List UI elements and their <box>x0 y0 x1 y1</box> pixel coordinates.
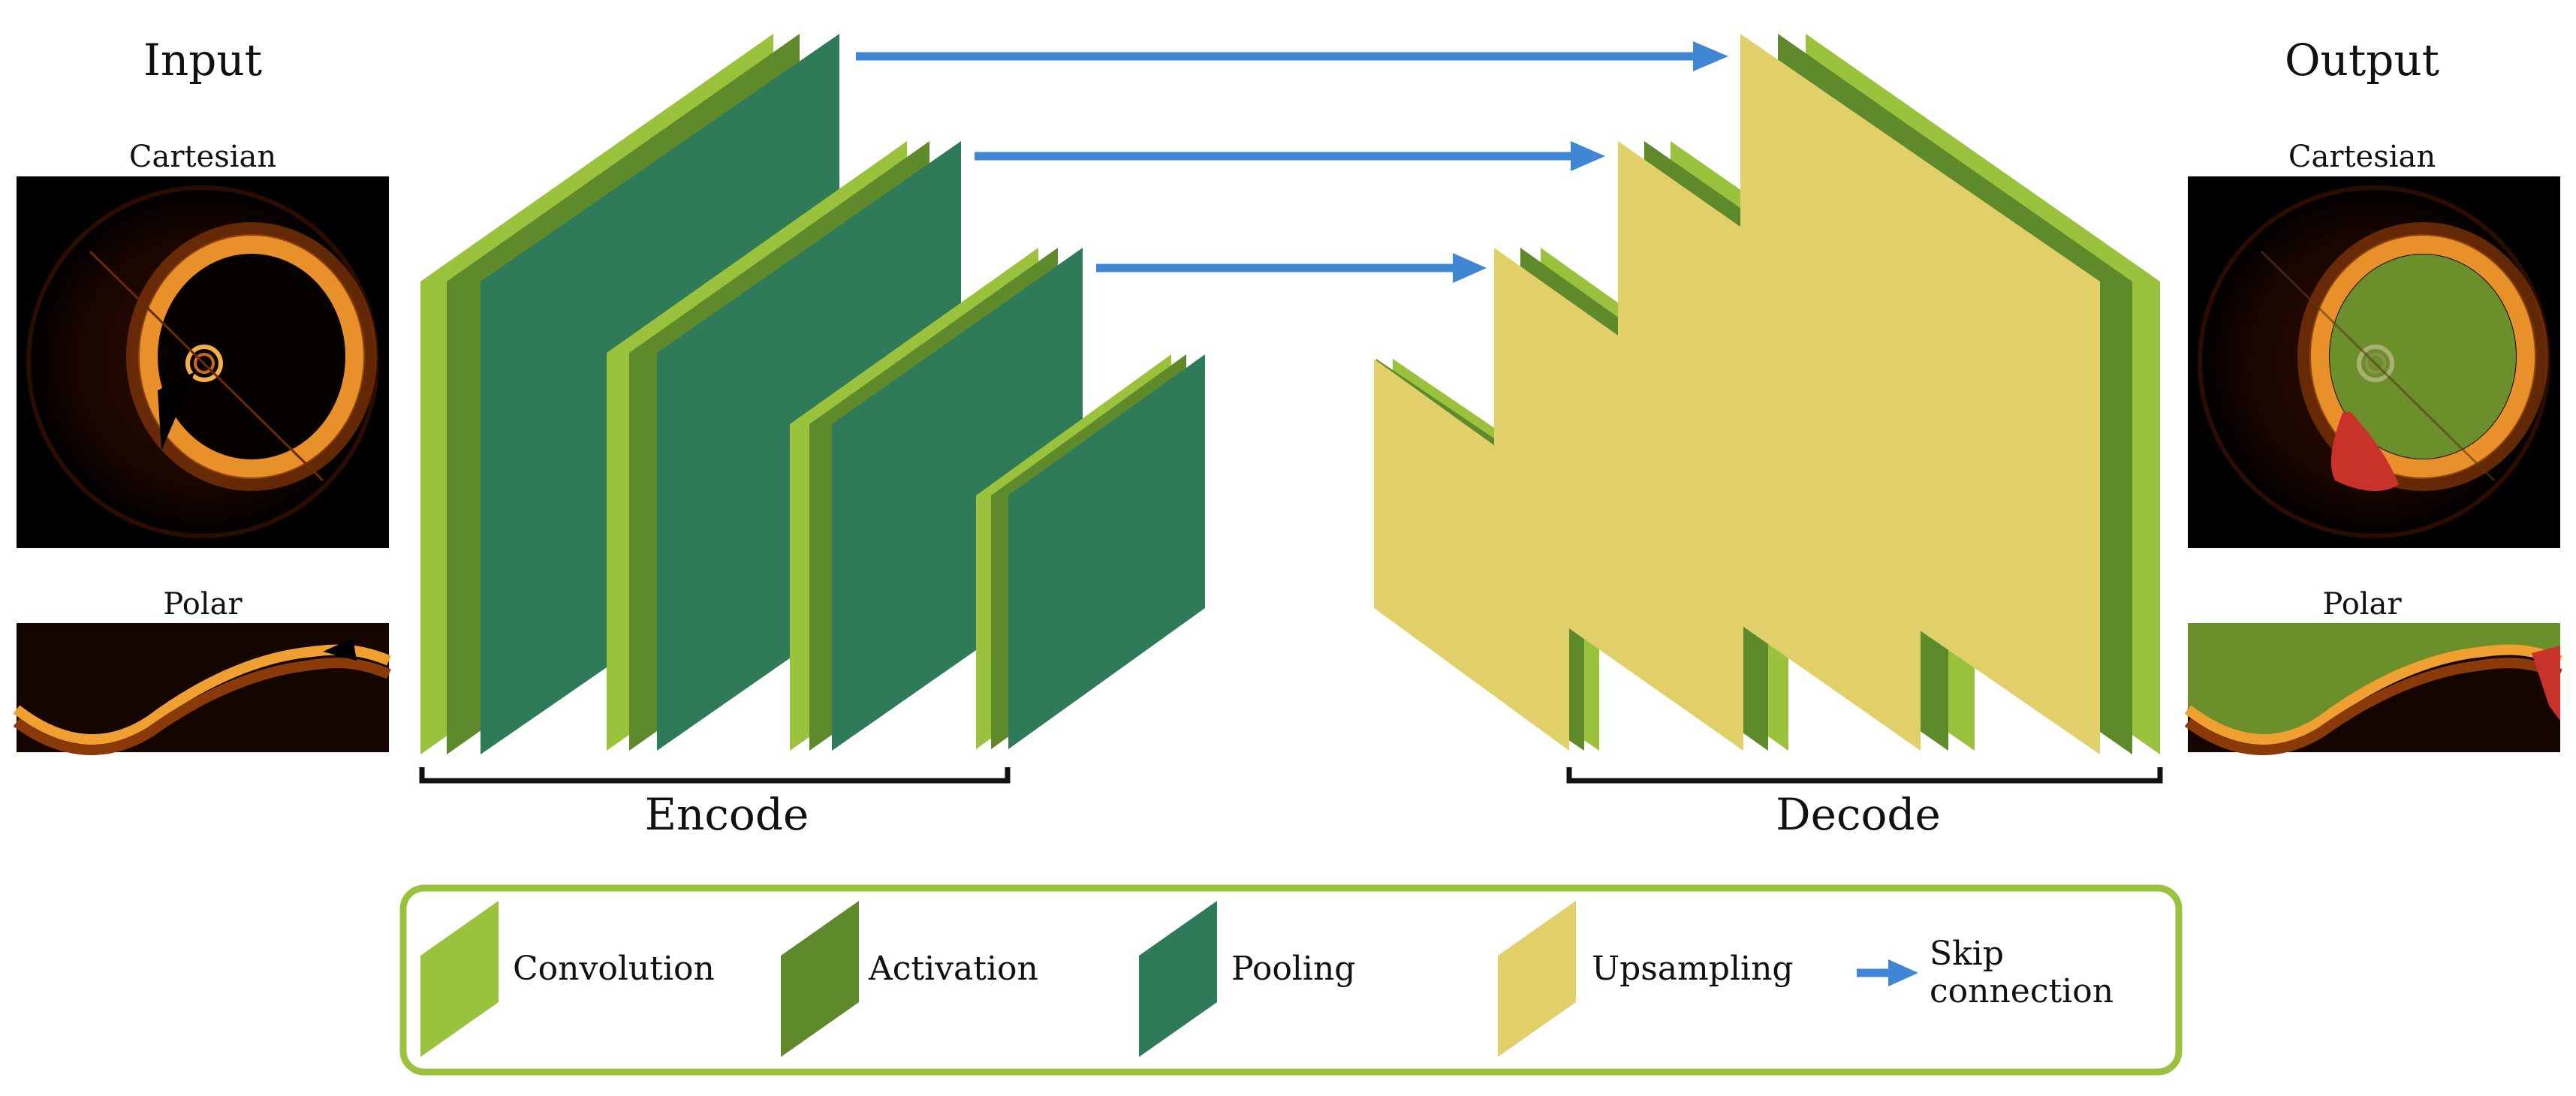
encoder-block-4 <box>976 354 1205 749</box>
legend-activation-label: Activation <box>868 950 1038 988</box>
legend-upsampling-shape <box>1498 901 1576 1057</box>
input-polar-label: Polar <box>163 587 243 622</box>
output-cartesian-image <box>2188 176 2560 548</box>
input-polar-image <box>13 623 391 755</box>
legend-skip-arrow-icon <box>1857 959 1918 986</box>
skip-connection-1 <box>856 41 1728 71</box>
decoder-4-upsampling <box>1740 34 2100 754</box>
encoder-4-pooling <box>1008 354 1205 749</box>
decode-bracket <box>1566 767 2163 784</box>
encoder-3-pooling <box>832 248 1083 751</box>
skip-connection-3 <box>1096 253 1487 283</box>
lumen-segmentation-overlay <box>2330 254 2516 459</box>
legend-pooling-label: Pooling <box>1231 950 1355 988</box>
decode-label: Decode <box>1776 789 1941 840</box>
encode-bracket <box>419 767 1011 784</box>
output-polar-label: Polar <box>2322 587 2402 622</box>
legend-upsampling-label: Upsampling <box>1592 950 1794 988</box>
output-title: Output <box>2285 35 2439 86</box>
legend-convolution-shape <box>420 901 499 1057</box>
input-title: Input <box>143 35 262 86</box>
input-cartesian-image <box>17 176 389 548</box>
decoder-block-4 <box>1740 34 2160 754</box>
legend-skip-label-line2: connection <box>1930 972 2114 1010</box>
legend: Convolution Activation Pooling Upsamplin… <box>399 884 2183 1076</box>
legend-activation-shape <box>781 901 859 1057</box>
encoder-block-3 <box>790 248 1083 751</box>
input-cartesian-label: Cartesian <box>129 140 276 174</box>
legend-pooling-shape <box>1139 901 1217 1057</box>
legend-convolution-label: Convolution <box>513 950 715 988</box>
encode-label: Encode <box>645 789 809 840</box>
output-polar-image <box>2184 623 2562 755</box>
plaque-segmentation-overlay <box>2330 411 2399 492</box>
decoder-1-upsampling <box>1374 359 1569 751</box>
legend-skip-label-line1: Skip <box>1930 935 2004 973</box>
skip-connection-2 <box>975 141 1605 171</box>
output-cartesian-label: Cartesian <box>2288 140 2436 174</box>
